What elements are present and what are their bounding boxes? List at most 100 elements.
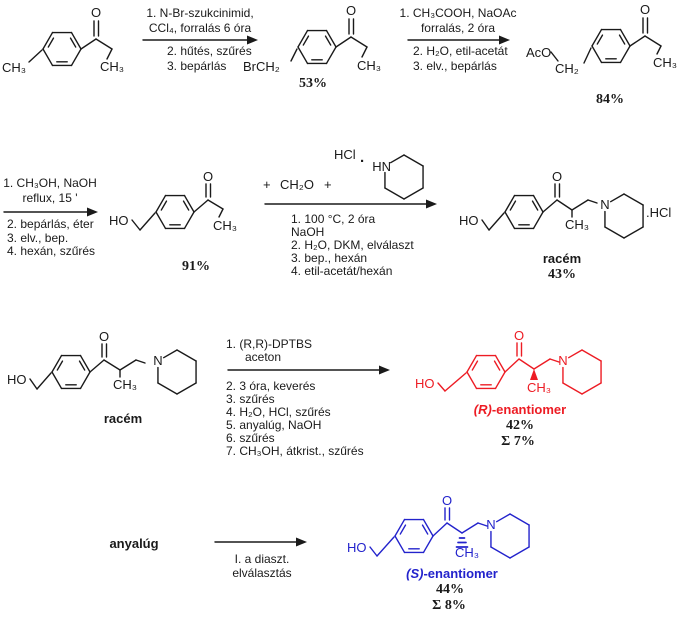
ring-bond [69,37,77,48]
reaction-arrow-1 [142,35,258,45]
bond [29,378,38,390]
hcl-salt-label: .HCl [646,205,671,220]
bond [542,199,558,213]
ring-bond [596,34,604,45]
ring-bond [532,211,544,230]
atom-label-ho: HO [459,213,479,228]
overall-yield-8: Σ 8% [432,598,466,613]
bond [444,372,467,392]
condition-line: 1. 100 °C, 2 óra [291,212,376,226]
ring-bond [182,200,190,211]
ring-bond [297,46,309,65]
bond [461,522,479,534]
ring-bond [509,200,517,211]
ring-bond [618,34,626,45]
wedge-bond [530,369,538,380]
arrow4-conditions-below: 1. 100 °C, 2 óra NaOH 2. H₂O, DKM, elvál… [291,213,414,278]
atom-label-ch3: CH₃ [213,218,237,233]
bond [369,546,378,557]
bond [80,38,97,50]
atom-label-o: O [514,328,524,343]
atom-label-ho: HO [109,213,129,228]
molecule-bromomethyl-ketone: BrCH₂ O CH₃ [243,3,381,74]
bond [446,522,463,534]
reagents-ch2o-piperidine: + CH₂O + HCl . HN [263,147,424,200]
ring-bond [591,45,603,64]
overall-yield-7: Σ 7% [501,434,535,449]
bond [131,219,141,231]
bond [629,35,646,47]
condition-line: 7. CH₃OH, átkrist., szűrés [226,443,364,458]
ring-bond [623,226,644,239]
atom-label-n: N [153,353,162,368]
bond [556,199,573,211]
ring-bond [302,35,310,46]
bond [207,199,224,210]
atom-label-o: O [91,5,101,20]
bond [583,47,592,64]
atom-label-ch3: CH₃ [565,217,589,232]
condition-line: 3. bep., hexán [291,251,368,265]
bond [504,358,520,373]
bond [350,36,368,48]
bond [89,359,105,373]
condition-line: 5. anyalúg, NaOH [226,417,322,432]
atom-label-ch3: CH₃ [653,55,677,70]
arrow2-conditions-below: 2. H₂O, etil-acetát 3. elv., bepárlás [413,44,508,74]
bond [644,35,662,47]
arrow-head [379,365,390,375]
plus-sign: + [324,177,332,192]
ring-bond [394,535,406,554]
ring-bond [47,37,55,48]
arrow5-conditions-below: 2. 3 óra, keverés 3. szűrés 4. H₂O, HCl,… [226,380,364,457]
reaction-arrow-2 [407,35,510,45]
ring-bond [78,360,86,371]
condition-line: 2. 3 óra, keverés [226,379,316,393]
bond [533,358,551,370]
ring-bond [422,535,434,554]
atom-label-ch2: CH₂ [555,61,579,76]
ring-bond [567,349,583,359]
condition-line: aceton [245,350,282,364]
ring-bond [394,518,406,537]
molecule-r-enantiomer: HO O CH₃ N [415,328,602,395]
condition-line: 4. hexán, szűrés [7,244,96,258]
bond [571,199,589,211]
ring-bond [604,226,625,239]
atom-label-o: O [99,329,109,344]
formaldehyde-label: CH₂O [280,177,314,192]
condition-line: 6. szűrés [226,430,275,445]
arrow-head [426,199,437,209]
ring-bond [51,371,63,390]
reaction-arrow-6 [214,537,307,547]
ring-bond [493,360,501,371]
bond [290,48,298,62]
ring-bond [325,29,337,48]
ring-bond [619,28,631,47]
ring-bond [466,371,478,390]
ring-bond [51,354,63,373]
bond [549,358,560,363]
yield-42: 42% [506,418,534,433]
atom-label-o: O [346,3,356,18]
arrow-head [247,35,258,45]
ring-bond [160,200,168,211]
condition-line: 1. CH₃COOH, NaOAc [399,6,517,20]
arrow-head [499,35,510,45]
atom-label-hn: HN [372,159,391,174]
ring-bond [619,45,631,64]
ring-bond [176,382,197,395]
ring-bond [490,546,511,559]
condition-line: forralás, 2 óra [420,21,496,35]
reaction-arrow-5 [227,365,390,375]
condition-line: 3. elv., bepárlás [413,59,497,73]
condition-line: 2. H₂O, etil-acetát [413,44,508,58]
atom-label-o: O [640,2,650,17]
bond [481,219,490,231]
bond [218,208,224,218]
bond [28,49,43,63]
condition-line: 2. bepárlás, éter [7,217,94,231]
bond [550,51,559,62]
